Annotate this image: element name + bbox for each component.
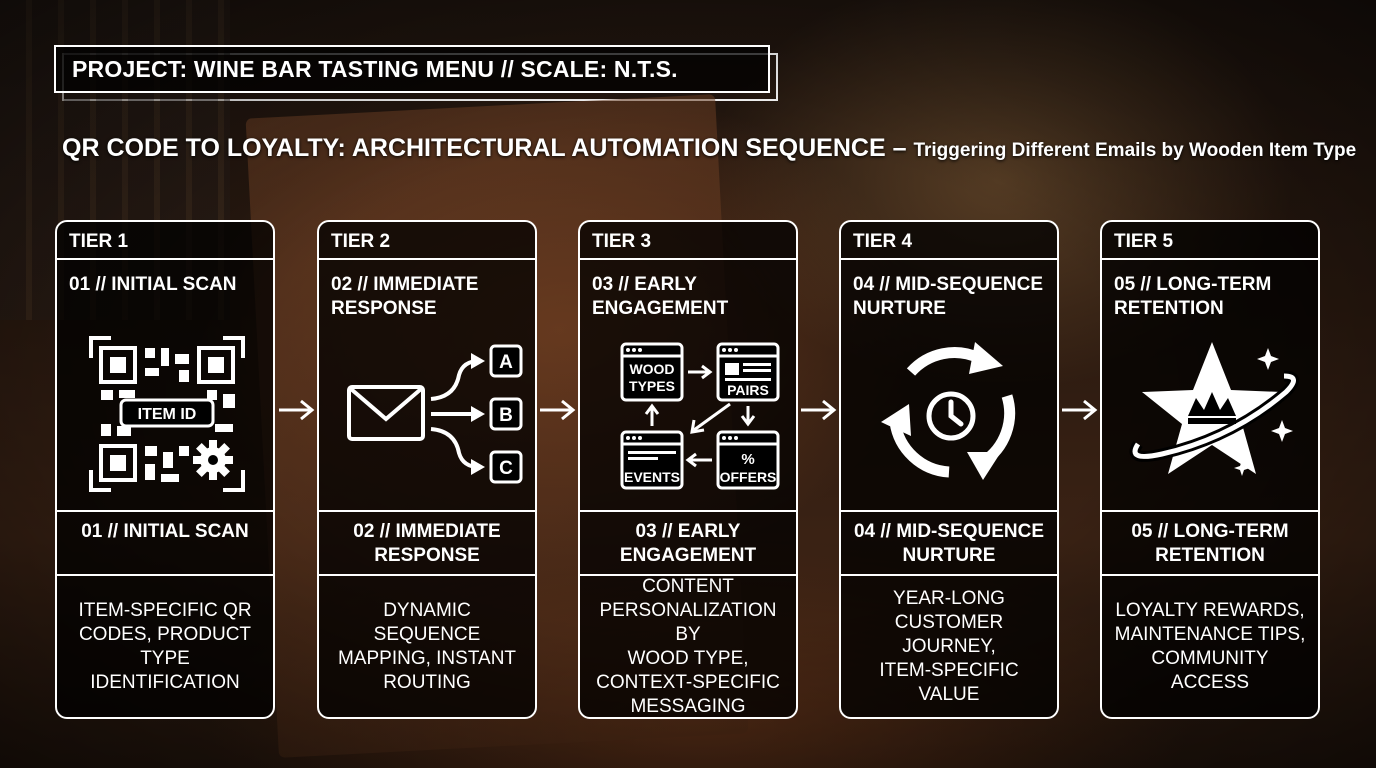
tier-5-card: TIER 5 05 // LONG-TERM RETENTION 05 // L… [1100,220,1320,719]
tier-label: TIER 1 [57,222,273,260]
card-offers-symbol: % [741,451,754,468]
tier-description: LOYALTY REWARDS, MAINTENANCE TIPS, COMMU… [1114,599,1306,693]
headline: QR CODE TO LOYALTY: ARCHITECTURAL AUTOMA… [62,134,1362,163]
project-title: PROJECT: WINE BAR TASTING MENU // SCALE:… [72,55,678,82]
tier-1-card: TIER 1 01 // INITIAL SCAN ITEM ID [55,220,275,719]
flow-arrow-3-4 [801,399,837,421]
tier-subtitle: 02 // IMMEDIATE RESPONSE [319,510,535,576]
card-pairs: PAIRS [727,382,769,398]
route-c-label: C [499,458,513,479]
tier-subtitle: 01 // INITIAL SCAN [57,510,273,576]
tier-description: DYNAMIC SEQUENCE MAPPING, INSTANT ROUTIN… [337,599,517,693]
tier-label: TIER 5 [1102,222,1318,260]
card-offers: OFFERS [720,469,777,485]
flow-arrow-4-5 [1062,399,1098,421]
headline-main: QR CODE TO LOYALTY: ARCHITECTURAL AUTOMA… [62,134,886,162]
tier-label: TIER 3 [580,222,796,260]
tier-subtitle: 05 // LONG-TERM RETENTION [1102,510,1318,576]
tier-title: 02 // IMMEDIATE RESPONSE [331,274,479,319]
tier-description: YEAR-LONG CUSTOMER JOURNEY, ITEM-SPECIFI… [879,587,1019,705]
content-cycle-icon: WOOD TYPES PAIRS EVENTS % OFFERS [580,320,796,508]
project-title-box: PROJECT: WINE BAR TASTING MENU // SCALE:… [54,45,778,101]
tier-label: TIER 2 [319,222,535,260]
headline-dash: – [885,134,914,162]
flow-arrow-2-3 [540,399,576,421]
tier-description: CONTENT PERSONALIZATION BY WOOD TYPE, CO… [596,575,780,717]
route-b-label: B [499,405,513,426]
flow-arrow-1-2 [279,399,315,421]
headline-sub: Triggering Different Emails by Wooden It… [913,140,1357,161]
tier-subtitle: 04 // MID-SEQUENCE NURTURE [841,510,1057,576]
tier-description: ITEM-SPECIFIC QR CODES, PRODUCT TYPE IDE… [78,599,252,693]
tier-subtitle: 03 // EARLY ENGAGEMENT [580,510,796,576]
tier-4-card: TIER 4 04 // MID-SEQUENCE NURTURE 04 // … [839,220,1059,719]
tier-title: 03 // EARLY ENGAGEMENT [592,274,729,319]
card-wood-line-2: TYPES [629,378,675,394]
tier-title: 05 // LONG-TERM RETENTION [1114,274,1272,319]
card-events: EVENTS [624,469,680,485]
cycle-clock-icon [841,320,1057,508]
qr-item-id-label: ITEM ID [138,406,197,423]
qr-code-icon: ITEM ID [57,320,273,508]
star-crown-icon [1102,320,1318,508]
email-routing-icon: A B C [319,320,535,508]
card-wood-line-1: WOOD [629,361,674,377]
tier-3-card: TIER 3 03 // EARLY ENGAGEMENT [578,220,798,719]
tier-title: 01 // INITIAL SCAN [69,274,237,295]
route-a-label: A [499,352,513,373]
tier-label: TIER 4 [841,222,1057,260]
tier-2-card: TIER 2 02 // IMMEDIATE RESPONSE A B C [317,220,537,719]
tier-title: 04 // MID-SEQUENCE NURTURE [853,274,1044,319]
